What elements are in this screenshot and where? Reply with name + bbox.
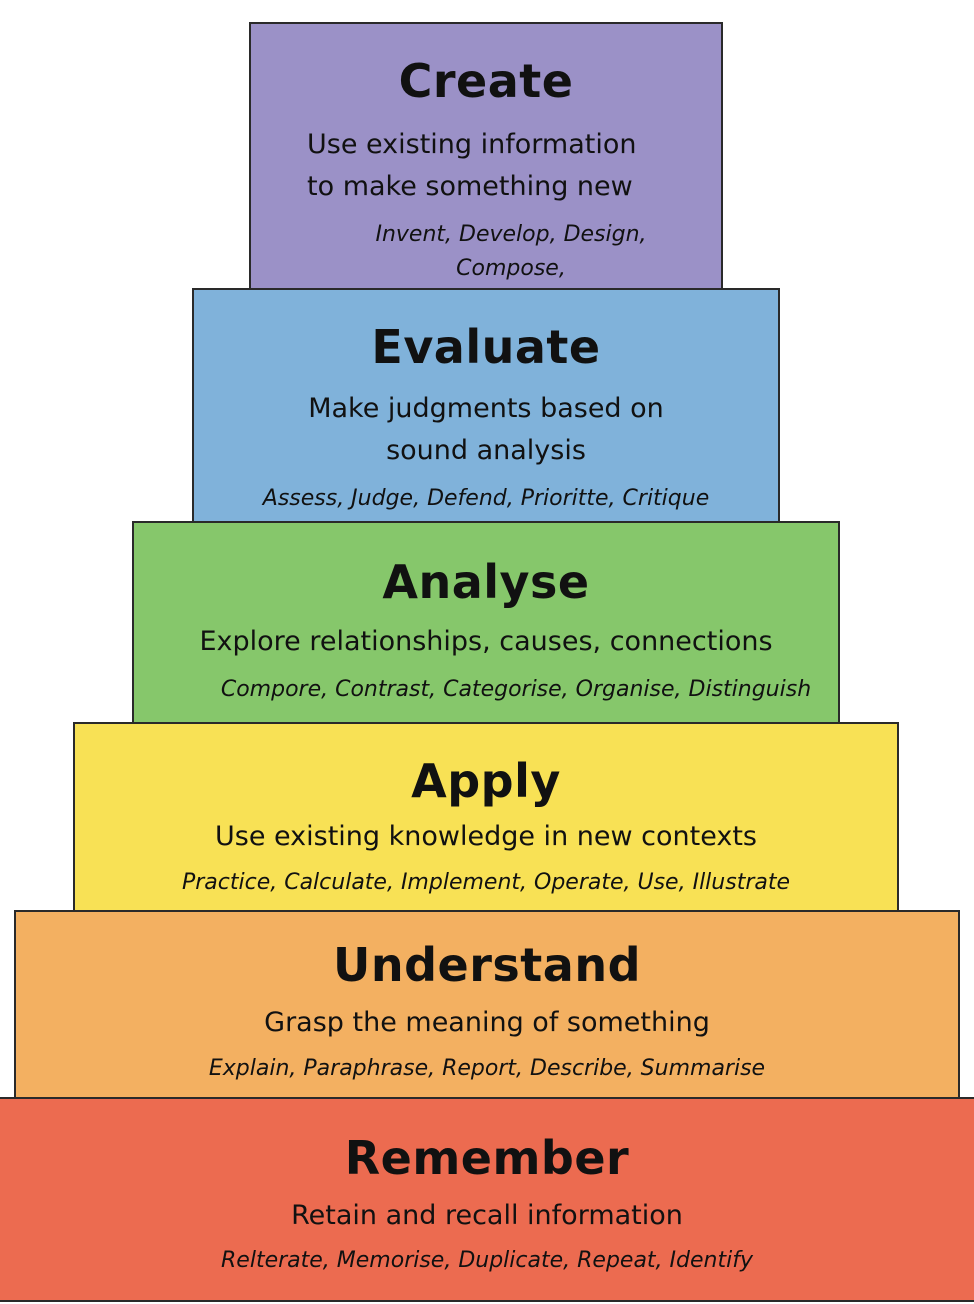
tier-evaluate: Evaluate Make judgments based on sound a… <box>192 288 780 524</box>
tier-title: Understand <box>333 938 641 992</box>
tier-title: Apply <box>411 754 561 808</box>
tier-title: Analyse <box>382 555 590 609</box>
tier-apply: Apply Use existing knowledge in new cont… <box>73 722 899 912</box>
tier-verbs: Relterate, Memorise, Duplicate, Repeat, … <box>221 1248 753 1273</box>
tier-verbs: Practice, Calculate, Implement, Operate,… <box>181 870 791 895</box>
tier-description: Use existing knowledge in new contexts <box>215 821 757 852</box>
tier-verbs: Explain, Paraphrase, Report, Describe, S… <box>208 1056 766 1081</box>
tier-title: Evaluate <box>371 320 601 374</box>
tier-description: Make judgments based on sound analysis <box>308 393 664 466</box>
tier-title: Create <box>398 54 574 108</box>
tier-description: Explore relationships, causes, connectio… <box>199 626 773 657</box>
tier-create: Create Use existing information to make … <box>249 22 723 315</box>
tier-description: Grasp the meaning of something <box>264 1007 710 1038</box>
tier-description: Retain and recall information <box>291 1200 683 1231</box>
tier-remember: Remember Retain and recall information R… <box>0 1097 974 1302</box>
tier-understand: Understand Grasp the meaning of somethin… <box>14 910 960 1100</box>
tier-title: Remember <box>344 1131 630 1185</box>
tier-analyse: Analyse Explore relationships, causes, c… <box>132 521 840 724</box>
tier-description: Use existing information to make somethi… <box>307 129 637 202</box>
tier-verbs: Assess, Judge, Defend, Prioritte, Critiq… <box>262 486 710 511</box>
tier-verbs: Compore, Contrast, Categorise, Organise,… <box>220 677 812 702</box>
